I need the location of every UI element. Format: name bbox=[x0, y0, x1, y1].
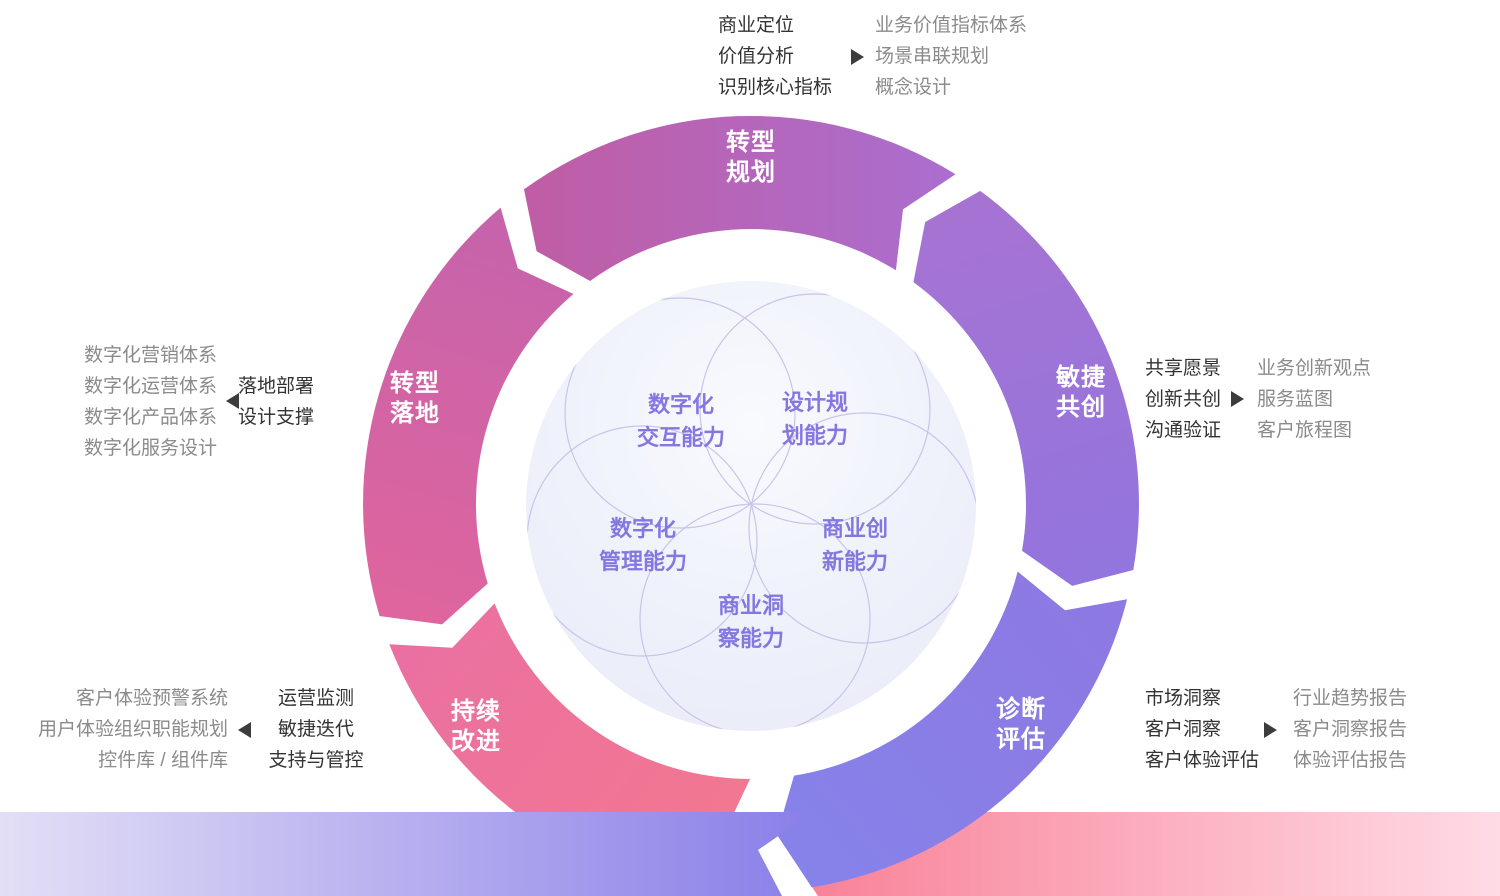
activity-item: 客户洞察 bbox=[1145, 719, 1222, 740]
capability-business-innovation: 商业创新能力 bbox=[821, 516, 889, 574]
petal-circle bbox=[564, 297, 796, 529]
activity-list: 共享愿景 创新共创 沟通验证 bbox=[1145, 353, 1221, 446]
activity-item: 客户体验评估 bbox=[1145, 750, 1260, 771]
output-item: 场景串联规划 bbox=[875, 46, 990, 67]
output-list: 业务创新观点 服务蓝图 客户旅程图 bbox=[1257, 353, 1371, 446]
activity-item: 落地部署 bbox=[238, 376, 315, 397]
output-item: 控件库 / 组件库 bbox=[98, 750, 228, 771]
activity-item: 商业定位 bbox=[718, 15, 795, 36]
capability-digital-interaction: 数字化交互能力 bbox=[636, 392, 726, 450]
ring-segment-label-transform-landing: 转型落地 bbox=[390, 370, 440, 427]
ring-segment-diagnosis-assessment bbox=[777, 571, 1128, 888]
output-list: 行业趋势报告 客户洞察报告 体验评估报告 bbox=[1293, 683, 1407, 776]
output-item: 服务蓝图 bbox=[1257, 389, 1334, 410]
output-item: 客户体验预警系统 bbox=[75, 688, 228, 709]
ring-segment-label-transform-planning: 转型规划 bbox=[726, 129, 776, 186]
activity-item: 支持与管控 bbox=[268, 750, 364, 771]
output-list: 业务价值指标体系 场景串联规划 概念设计 bbox=[875, 10, 1027, 103]
activity-item: 运营监测 bbox=[277, 688, 354, 709]
flow-right-icon bbox=[1264, 722, 1277, 738]
output-item: 用户体验组织职能规划 bbox=[37, 719, 228, 740]
petal-circle bbox=[699, 293, 931, 525]
ring-segment-transform-landing bbox=[363, 207, 574, 625]
flow-left-icon bbox=[238, 722, 251, 738]
output-item: 数字化运营体系 bbox=[83, 376, 217, 397]
activity-item: 设计支撑 bbox=[238, 407, 315, 428]
activity-list: 落地部署 设计支撑 bbox=[238, 371, 314, 433]
activity-item: 创新共创 bbox=[1145, 389, 1222, 410]
output-item: 业务创新观点 bbox=[1257, 358, 1372, 379]
flow-right-icon bbox=[1231, 391, 1244, 407]
output-item: 数字化产品体系 bbox=[83, 407, 217, 428]
activity-item: 市场洞察 bbox=[1145, 688, 1222, 709]
ring-segment-label-diagnosis-assessment: 诊断评估 bbox=[996, 696, 1046, 753]
ring-segment-label-agile-cocreation: 敏捷共创 bbox=[1056, 364, 1106, 421]
output-item: 体验评估报告 bbox=[1293, 750, 1408, 771]
flow-right-icon bbox=[851, 49, 864, 65]
activity-item: 沟通验证 bbox=[1145, 420, 1222, 441]
output-item: 客户洞察报告 bbox=[1293, 719, 1408, 740]
output-item: 数字化服务设计 bbox=[83, 438, 217, 459]
output-item: 概念设计 bbox=[875, 77, 952, 98]
capability-digital-management: 数字化管理能力 bbox=[598, 516, 688, 574]
activity-list: 运营监测 敏捷迭代 支持与管控 bbox=[246, 683, 386, 776]
ring-segment-transform-planning bbox=[524, 115, 956, 281]
output-item: 数字化营销体系 bbox=[83, 345, 217, 366]
capability-business-insight: 商业洞察能力 bbox=[717, 593, 785, 651]
petal-circle bbox=[639, 503, 871, 731]
bottom-ribbon-left bbox=[0, 812, 813, 896]
output-item: 业务价值指标体系 bbox=[875, 15, 1028, 36]
capability-design-planning: 设计规划能力 bbox=[781, 390, 849, 448]
activity-item: 共享愿景 bbox=[1145, 358, 1222, 379]
bottom-ribbon-right bbox=[777, 812, 1500, 896]
output-list: 数字化营销体系 数字化运营体系 数字化产品体系 数字化服务设计 bbox=[27, 340, 217, 464]
activity-item: 敏捷迭代 bbox=[277, 719, 354, 740]
capability-petals bbox=[526, 293, 976, 731]
ring-segment-label-continuous-improvement: 持续改进 bbox=[451, 698, 501, 755]
activity-list: 市场洞察 客户洞察 客户体验评估 bbox=[1145, 683, 1259, 776]
output-list: 客户体验预警系统 用户体验组织职能规划 控件库 / 组件库 bbox=[8, 683, 228, 776]
flow-left-icon bbox=[226, 393, 239, 409]
activity-item: 识别核心指标 bbox=[718, 77, 833, 98]
activity-list: 商业定位 价值分析 识别核心指标 bbox=[718, 10, 832, 103]
activity-item: 价值分析 bbox=[718, 46, 795, 67]
ring-segment-agile-cocreation bbox=[913, 190, 1139, 586]
petal-circle bbox=[748, 412, 976, 644]
output-item: 行业趋势报告 bbox=[1293, 688, 1408, 709]
output-item: 客户旅程图 bbox=[1257, 420, 1353, 441]
